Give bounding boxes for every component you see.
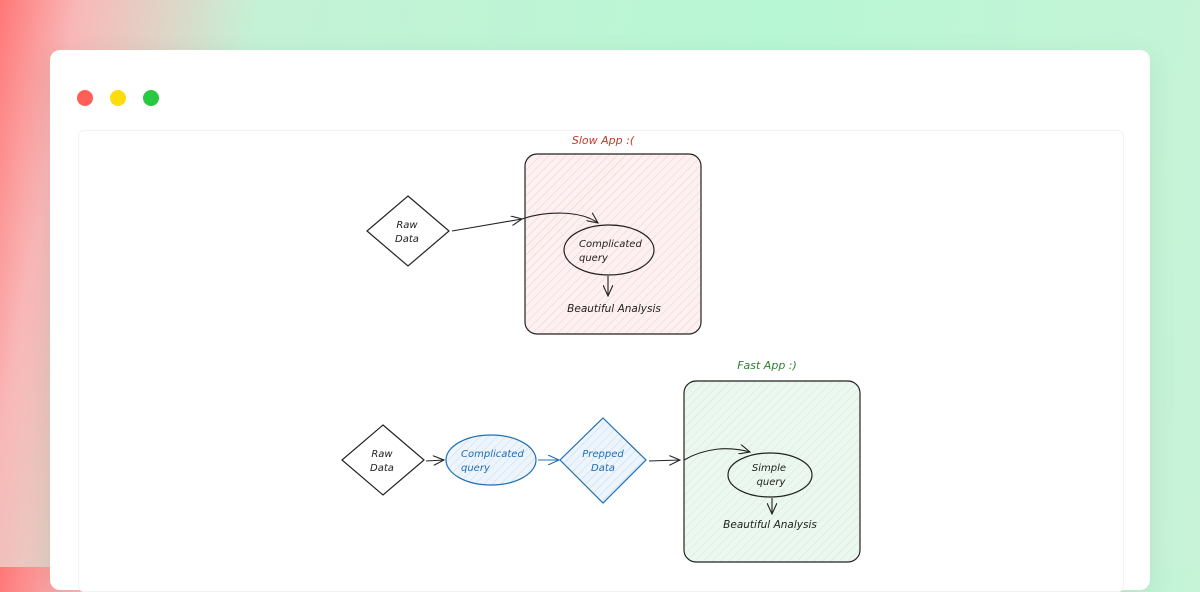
fast-prepped-to-app-arrow <box>648 460 680 461</box>
fast-simple-query-node <box>727 452 813 498</box>
slow-app-container <box>524 153 702 335</box>
slow-result-label: Beautiful Analysis <box>567 303 661 315</box>
slow-query-node <box>563 224 655 276</box>
fast-raw-to-prep-arrow <box>425 460 444 461</box>
close-window-icon[interactable] <box>77 90 93 106</box>
slow-raw-data-node <box>366 195 450 267</box>
fast-raw-data-node <box>341 424 425 496</box>
fast-app-container <box>683 380 861 563</box>
fast-result-label: Beautiful Analysis <box>723 519 817 531</box>
slow-raw-to-app-arrow <box>451 219 522 232</box>
fast-app-title: Fast App :) <box>737 359 797 372</box>
fast-prepped-data-node <box>559 417 647 504</box>
fast-app-to-query-arrow <box>683 449 750 461</box>
maximize-window-icon[interactable] <box>143 90 159 106</box>
slow-app-to-query-arrow <box>521 213 598 223</box>
fast-prep-query-node <box>445 434 537 486</box>
minimize-window-icon[interactable] <box>110 90 126 106</box>
slow-app-title: Slow App :( <box>572 134 635 147</box>
